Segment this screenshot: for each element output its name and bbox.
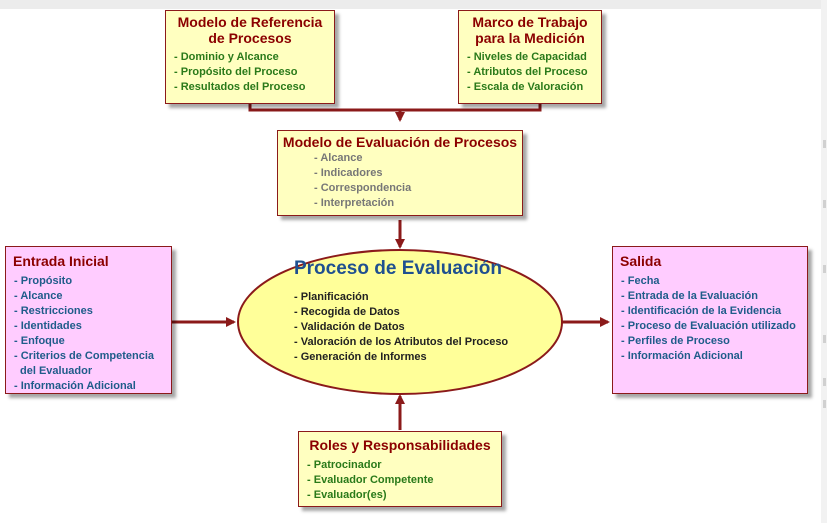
entrada-inicial-list: Propósito Alcance Restricciones Identida… — [14, 274, 171, 394]
modelo-evaluacion-title: Modelo de Evaluación de Procesos — [282, 134, 518, 150]
list-item: Identidades — [14, 319, 171, 334]
list-item: Correspondencia — [314, 181, 522, 196]
entrada-inicial-title: Entrada Inicial — [13, 253, 109, 269]
list-item: Identificación de la Evidencia — [621, 304, 807, 319]
list-item: Propósito del Proceso — [174, 65, 334, 80]
list-item: Indicadores — [314, 166, 522, 181]
right-scroll-strip — [821, 0, 827, 523]
connector-from-referencia — [248, 104, 400, 112]
list-item: Información Adicional — [621, 349, 807, 364]
list-item: Dominio y Alcance — [174, 50, 334, 65]
list-item: Entrada de la Evaluación — [621, 289, 807, 304]
entrada-inicial-box: Entrada Inicial Propósito Alcance Restri… — [5, 246, 172, 394]
list-item: Evaluador Competente — [307, 473, 501, 488]
list-item: Planificación — [294, 290, 558, 305]
top-bar — [0, 0, 827, 9]
list-item: Propósito — [14, 274, 171, 289]
list-item: Resultados del Proceso — [174, 80, 334, 95]
list-item: Niveles de Capacidad — [467, 50, 601, 65]
modelo-evaluacion-list: Alcance Indicadores Correspondencia Inte… — [314, 151, 522, 211]
modelo-referencia-list: Dominio y Alcance Propósito del Proceso … — [174, 50, 334, 95]
strip-mark — [823, 200, 826, 208]
list-item: Generación de Informes — [294, 350, 558, 365]
proceso-evaluacion-title: Proceso de Evaluación — [293, 258, 503, 279]
list-item: Información Adicional — [14, 379, 171, 394]
roles-title: Roles y Responsabilidades — [309, 437, 491, 453]
title-line: para la Medición — [475, 30, 585, 46]
title-line: Modelo de Referencia — [177, 14, 323, 30]
list-item: Valoración de los Atributos del Proceso — [294, 335, 558, 350]
list-item: Atributos del Proceso — [467, 65, 601, 80]
list-item: Criterios de Competencia — [14, 349, 171, 364]
salida-title: Salida — [620, 253, 662, 269]
list-item: Validación de Datos — [294, 320, 558, 335]
strip-mark — [823, 400, 826, 408]
list-item: Alcance — [314, 151, 522, 166]
salida-box: Salida Fecha Entrada de la Evaluación Id… — [612, 246, 808, 394]
list-item: Perfiles de Proceso — [621, 334, 807, 349]
list-item: Fecha — [621, 274, 807, 289]
marco-trabajo-list: Niveles de Capacidad Atributos del Proce… — [467, 50, 601, 95]
list-item: Proceso de Evaluación utilizado — [621, 319, 807, 334]
strip-mark — [823, 378, 826, 386]
list-item: Enfoque — [14, 334, 171, 349]
proceso-evaluacion-list: Planificación Recogida de Datos Validaci… — [294, 290, 558, 365]
title-line: Marco de Trabajo — [472, 14, 588, 30]
roles-box: Roles y Responsabilidades Patrocinador E… — [298, 431, 502, 507]
marco-trabajo-title: Marco de Trabajo para la Medición — [459, 14, 601, 46]
modelo-referencia-title: Modelo de Referencia de Procesos — [166, 14, 334, 46]
list-item: Escala de Valoración — [467, 80, 601, 95]
modelo-referencia-box: Modelo de Referencia de Procesos Dominio… — [165, 10, 335, 104]
strip-mark — [823, 140, 826, 148]
list-item: Recogida de Datos — [294, 305, 558, 320]
roles-list: Patrocinador Evaluador Competente Evalua… — [307, 458, 501, 503]
list-item: Alcance — [14, 289, 171, 304]
salida-list: Fecha Entrada de la Evaluación Identific… — [621, 274, 807, 364]
list-item: Interpretación — [314, 196, 522, 211]
strip-mark — [823, 265, 826, 273]
strip-mark — [823, 335, 826, 343]
modelo-evaluacion-box: Modelo de Evaluación de Procesos Alcance… — [277, 130, 523, 216]
marco-trabajo-box: Marco de Trabajo para la Medición Nivele… — [458, 10, 602, 104]
proceso-evaluacion-content: Proceso de Evaluación Planificación Reco… — [238, 258, 558, 365]
title-line: de Procesos — [208, 30, 292, 46]
list-item: Patrocinador — [307, 458, 501, 473]
list-item: Evaluador(es) — [307, 488, 501, 503]
connector-from-marco — [400, 104, 542, 112]
list-item: del Evaluador — [20, 365, 93, 377]
list-item: Restricciones — [14, 304, 171, 319]
